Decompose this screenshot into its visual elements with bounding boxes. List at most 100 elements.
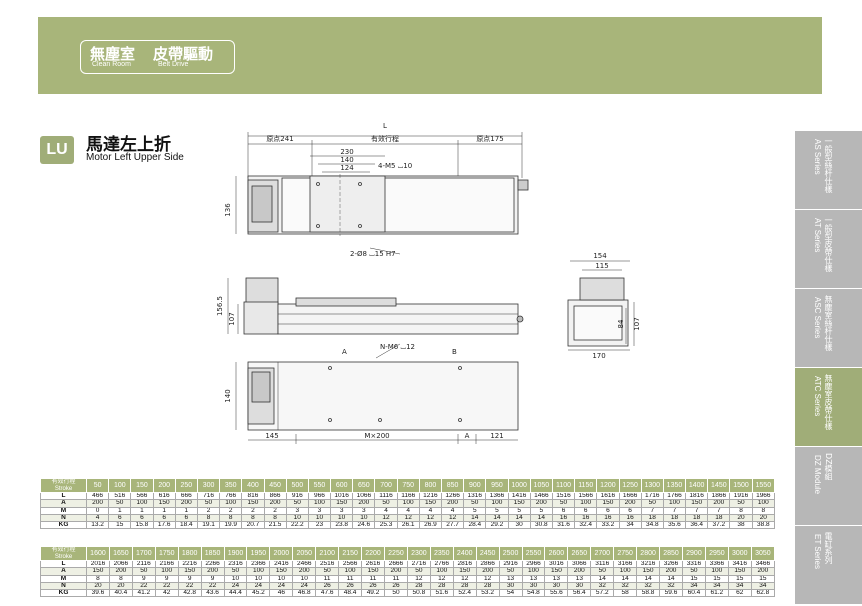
table-cell: 46.8 bbox=[292, 589, 317, 598]
stroke-value: 2600 bbox=[544, 546, 569, 561]
table-cell: 44.4 bbox=[223, 589, 248, 598]
table-cell: 1566 bbox=[574, 491, 598, 501]
table-cell: 916 bbox=[285, 491, 309, 501]
header-band bbox=[38, 17, 822, 94]
table-cell: 200 bbox=[707, 499, 731, 508]
table-cell: 52.4 bbox=[452, 589, 477, 598]
table-cell: 150 bbox=[727, 567, 752, 576]
stroke-header-en: Stroke bbox=[54, 553, 73, 560]
table-cell: 18 bbox=[707, 513, 731, 523]
table-cell: 15 bbox=[704, 574, 729, 583]
table-cell: 100 bbox=[521, 567, 546, 576]
table-cell: 50 bbox=[640, 499, 664, 508]
table-cell: 200 bbox=[567, 567, 592, 576]
stroke-value: 50 bbox=[85, 478, 110, 493]
table-cell: 616 bbox=[152, 491, 176, 501]
table-cell: 2 bbox=[196, 506, 221, 515]
table-cell: 19.9 bbox=[219, 521, 243, 530]
table-cell: 50 bbox=[406, 567, 431, 576]
table-cell: 100 bbox=[613, 567, 638, 576]
table-cell: 100 bbox=[396, 499, 420, 508]
table-cell: 4 bbox=[85, 513, 110, 523]
table-cell: 1316 bbox=[463, 491, 487, 501]
table-cell: 10 bbox=[307, 513, 332, 523]
table-cell: 54 bbox=[498, 589, 523, 598]
table-cell: 58 bbox=[613, 589, 638, 598]
table-cell: 200 bbox=[174, 499, 198, 508]
section-title-cn: 馬達左上折 bbox=[86, 135, 171, 155]
stroke-value: 2950 bbox=[704, 546, 729, 561]
table-cell: 24.6 bbox=[352, 521, 376, 530]
table-cell: 9 bbox=[177, 574, 202, 583]
table-cell: 50 bbox=[551, 499, 576, 508]
table-cell: 3 bbox=[330, 506, 354, 515]
stroke-value: 1000 bbox=[507, 478, 531, 493]
series-tab-label-en: AS Series bbox=[813, 139, 822, 175]
table-cell: 28 bbox=[429, 581, 454, 591]
table-cell: 16 bbox=[574, 513, 598, 523]
dim-140: 140 bbox=[340, 156, 353, 164]
table-cell: 60.4 bbox=[681, 589, 706, 598]
table-cell: 8 bbox=[196, 513, 221, 523]
table-cell: 11 bbox=[361, 574, 385, 583]
table-cell: 37.2 bbox=[707, 521, 731, 530]
stroke-value: 1850 bbox=[200, 546, 225, 561]
stroke-value: 3000 bbox=[727, 546, 752, 561]
table-cell: 50 bbox=[315, 567, 340, 576]
table-cell: 14 bbox=[485, 513, 509, 523]
stroke-value: 2400 bbox=[452, 546, 477, 561]
table-cell: 1266 bbox=[440, 491, 465, 501]
series-tab-label-cn: 一般型皮帶仕樣 bbox=[824, 216, 833, 272]
table-cell: 966 bbox=[307, 491, 332, 501]
table-cell: 2916 bbox=[498, 559, 523, 569]
table-cell: 14 bbox=[507, 513, 531, 523]
stroke-value: 700 bbox=[374, 478, 398, 493]
table-cell: 0 bbox=[85, 506, 110, 515]
table-cell: 2316 bbox=[223, 559, 248, 569]
table-cell: 200 bbox=[750, 567, 776, 576]
table-cell: 57.2 bbox=[590, 589, 615, 598]
series-tab-label-en: ASC Series bbox=[813, 297, 822, 339]
table-cell: 100 bbox=[246, 567, 271, 576]
table-cell: 3466 bbox=[750, 559, 776, 569]
stroke-value: 2050 bbox=[292, 546, 317, 561]
stroke-value: 1250 bbox=[618, 478, 642, 493]
series-tab-label-cn: 無塵室絲杆仕樣 bbox=[824, 295, 833, 351]
table-cell: 2766 bbox=[429, 559, 454, 569]
stroke-value: 2700 bbox=[590, 546, 615, 561]
table-cell: 50 bbox=[196, 499, 221, 508]
table-cell: 2016 bbox=[86, 559, 110, 569]
table-cell: 31.6 bbox=[551, 521, 576, 530]
series-tab-label-cn: 電缸系列 bbox=[824, 532, 833, 564]
table-cell: 18 bbox=[662, 513, 687, 523]
stroke-value: 550 bbox=[307, 478, 332, 493]
stroke-value: 150 bbox=[130, 478, 154, 493]
table-cell: 200 bbox=[529, 499, 553, 508]
table-cell: 30 bbox=[544, 581, 569, 591]
stroke-value: 450 bbox=[263, 478, 287, 493]
table-cell: 816 bbox=[241, 491, 265, 501]
table-cell: 200 bbox=[659, 567, 683, 576]
table-cell: 716 bbox=[196, 491, 221, 501]
series-tab-label-en: AT Series bbox=[813, 218, 822, 253]
table-cell: 100 bbox=[574, 499, 598, 508]
table-cell: 8 bbox=[263, 513, 287, 523]
stroke-value: 1050 bbox=[529, 478, 553, 493]
table-cell: 150 bbox=[452, 567, 477, 576]
table-cell: 50 bbox=[729, 499, 753, 508]
table-cell: 150 bbox=[330, 499, 354, 508]
table-cell: 6 bbox=[551, 506, 576, 515]
stroke-value: 1400 bbox=[685, 478, 709, 493]
table-cell: 50 bbox=[285, 499, 309, 508]
dim-nm6-holes: N-M6 ⌴12 bbox=[380, 343, 415, 351]
table-cell: 2366 bbox=[246, 559, 271, 569]
